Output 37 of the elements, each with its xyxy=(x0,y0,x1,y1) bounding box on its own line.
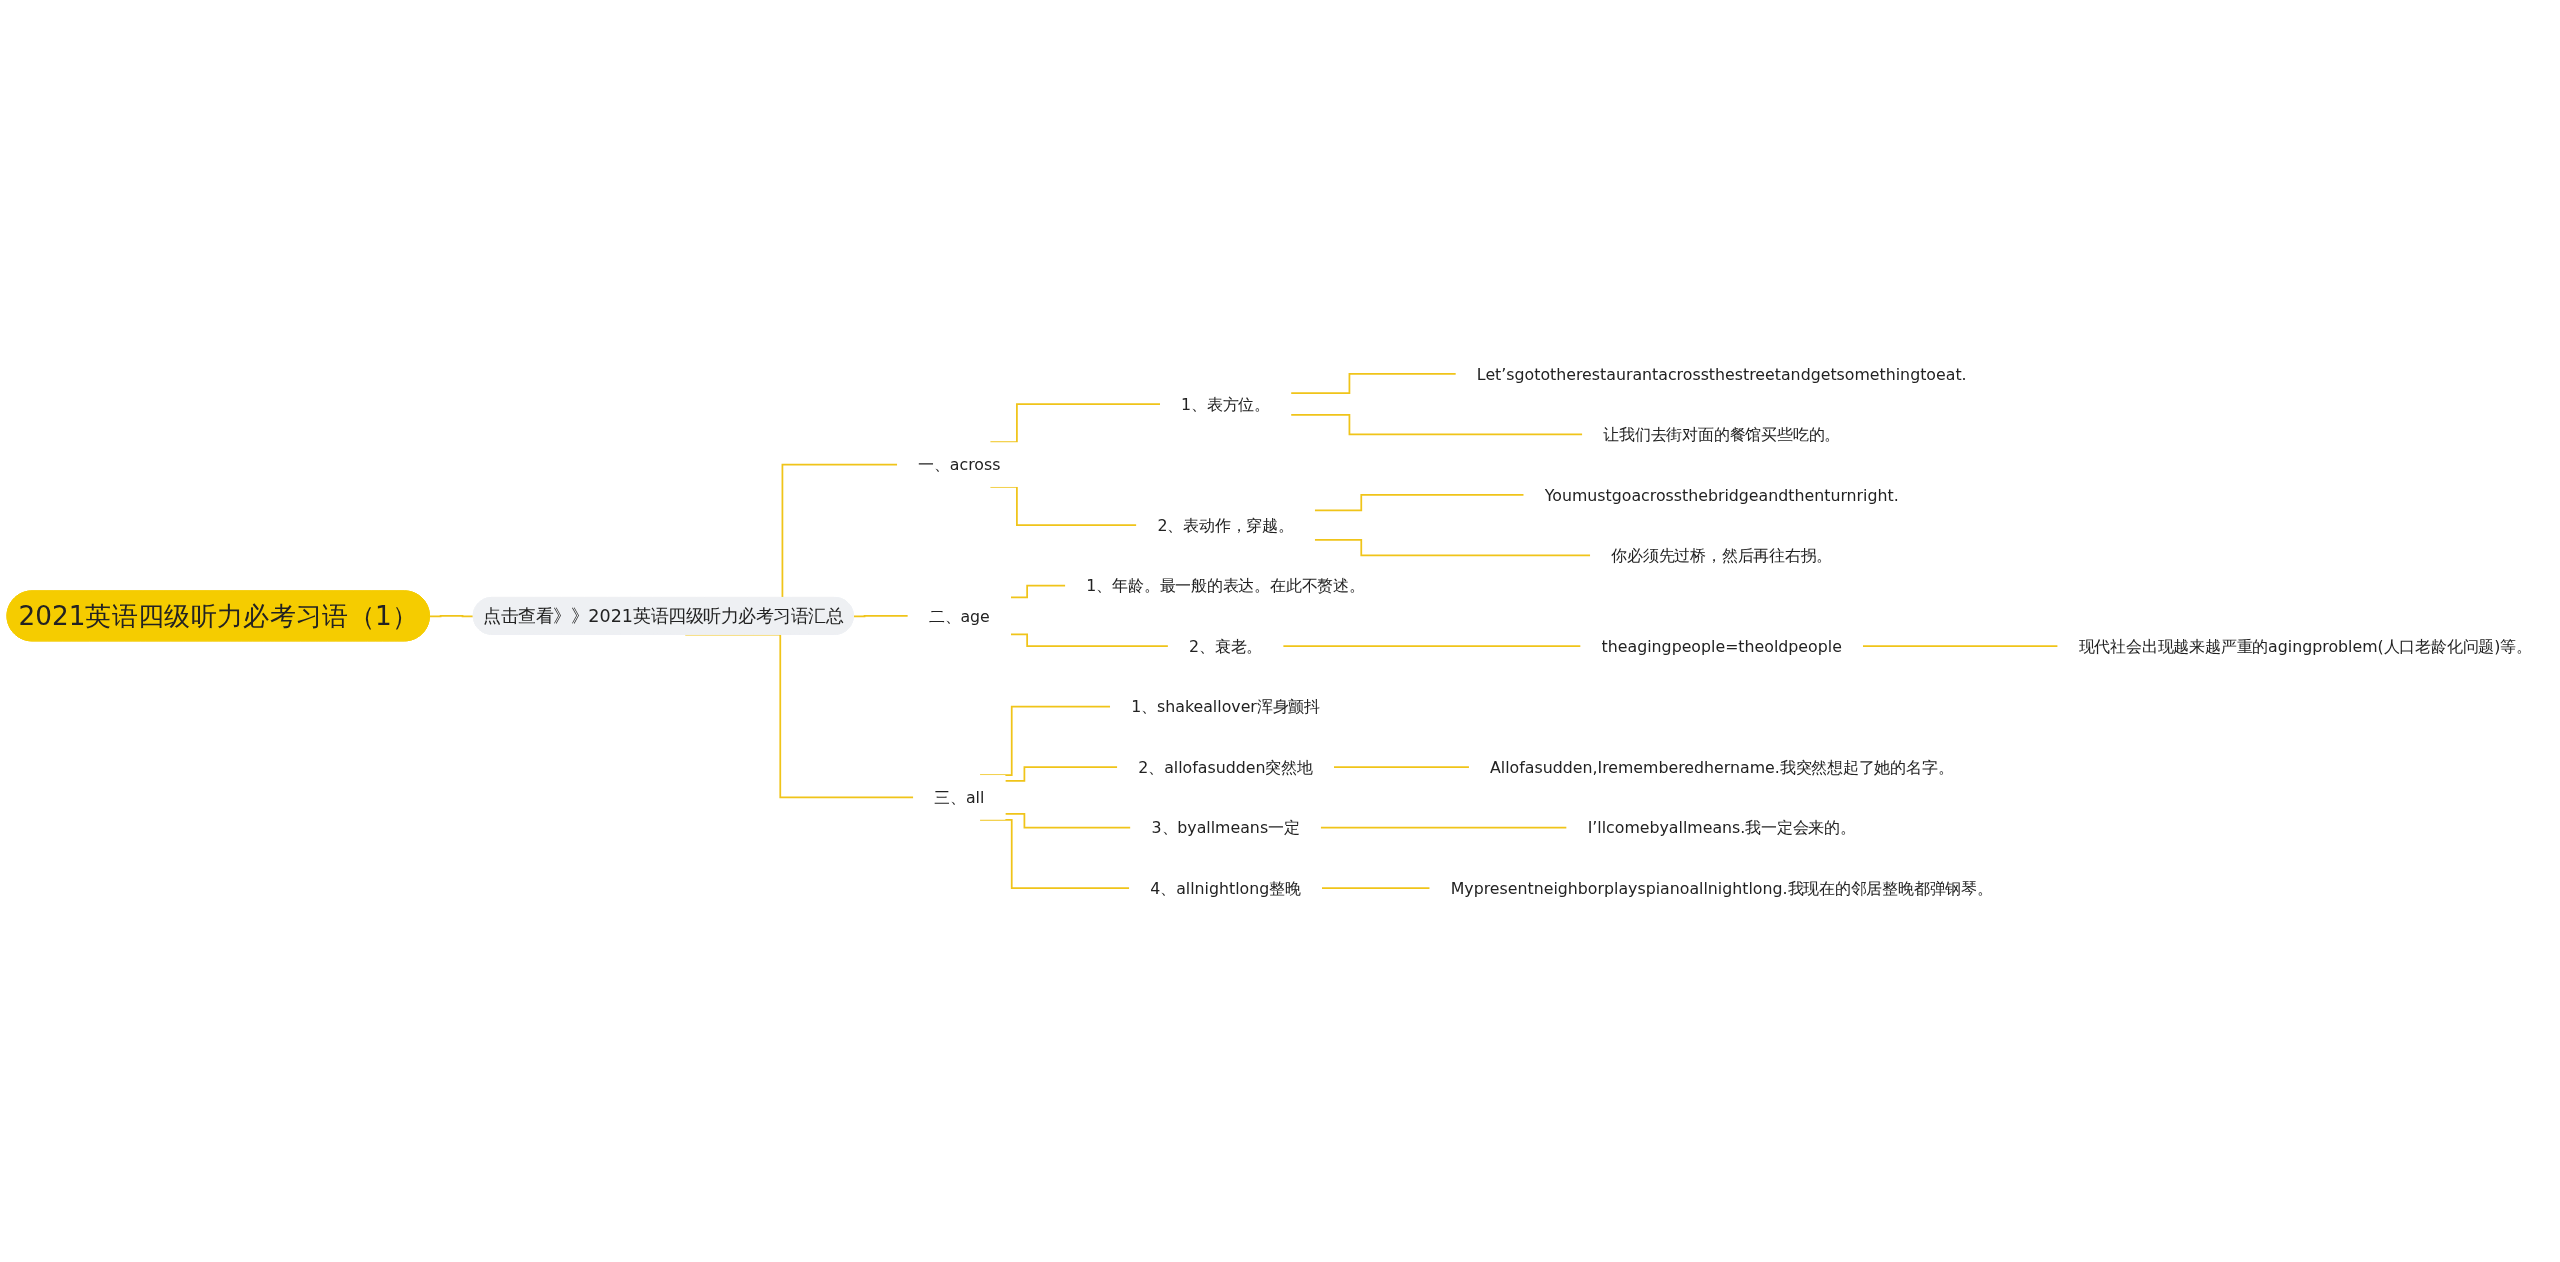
node-text: 1、表方位。 xyxy=(1181,394,1271,414)
connector xyxy=(1321,887,1431,890)
connector xyxy=(1862,645,2059,647)
node-text: 让我们去街对面的餐馆买些吃的。 xyxy=(1603,425,1841,444)
connector xyxy=(1010,584,1067,599)
connector xyxy=(1004,813,1132,829)
connector xyxy=(1010,633,1169,647)
node-text: theagingpeople=theoldpeople xyxy=(1601,636,1842,656)
node-text: 3、byallmeans一定 xyxy=(1151,818,1300,837)
node-text: Allofasudden,Irememberedhername.我突然想起了她的名字。 xyxy=(1490,757,1954,777)
node-text: 你必须先过桥，然后再往右拐。 xyxy=(1611,546,1833,565)
connector xyxy=(1313,493,1525,512)
connector xyxy=(979,705,1111,776)
node-text: 4、allnightlong整晚 xyxy=(1150,878,1301,898)
connector xyxy=(1290,414,1584,436)
connector xyxy=(1282,645,1582,647)
node-text: I’llcomebyallmeans.我一定会来的。 xyxy=(1587,818,1856,837)
node-text: Let’sgototherestaurantacrossthestreetandgetsomethingtoeat. xyxy=(1476,364,1967,384)
node-text: 二、age xyxy=(928,606,990,626)
connector xyxy=(1333,766,1470,769)
connector xyxy=(1290,372,1457,395)
node-text: 2、allofasudden突然地 xyxy=(1138,757,1313,777)
connector xyxy=(989,403,1161,444)
node-text: 1、年龄。最一般的表达。在此不赘述。 xyxy=(1086,576,1365,595)
node-text: 现代社会出现越来越严重的agingproblem(人口老龄化问题)等。 xyxy=(2078,636,2532,656)
connector xyxy=(979,818,1131,890)
connector xyxy=(429,615,475,618)
connector xyxy=(1319,826,1568,829)
node-text: 2、衰老。 xyxy=(1188,636,1263,656)
node-text: Youmustgoacrossthebridgeandthenturnright. xyxy=(1544,485,1899,505)
connector xyxy=(1004,766,1119,782)
node-text: 2、表动作，穿越。 xyxy=(1157,515,1294,535)
connector xyxy=(989,486,1138,526)
connector xyxy=(852,615,909,618)
connector xyxy=(1313,539,1592,557)
node-text: 1、shakeallover浑身颤抖 xyxy=(1131,697,1320,716)
node-text: Mypresentneighborplayspianoallnightlong.我现在的邻居整晚都弹钢琴。 xyxy=(1450,878,1993,898)
